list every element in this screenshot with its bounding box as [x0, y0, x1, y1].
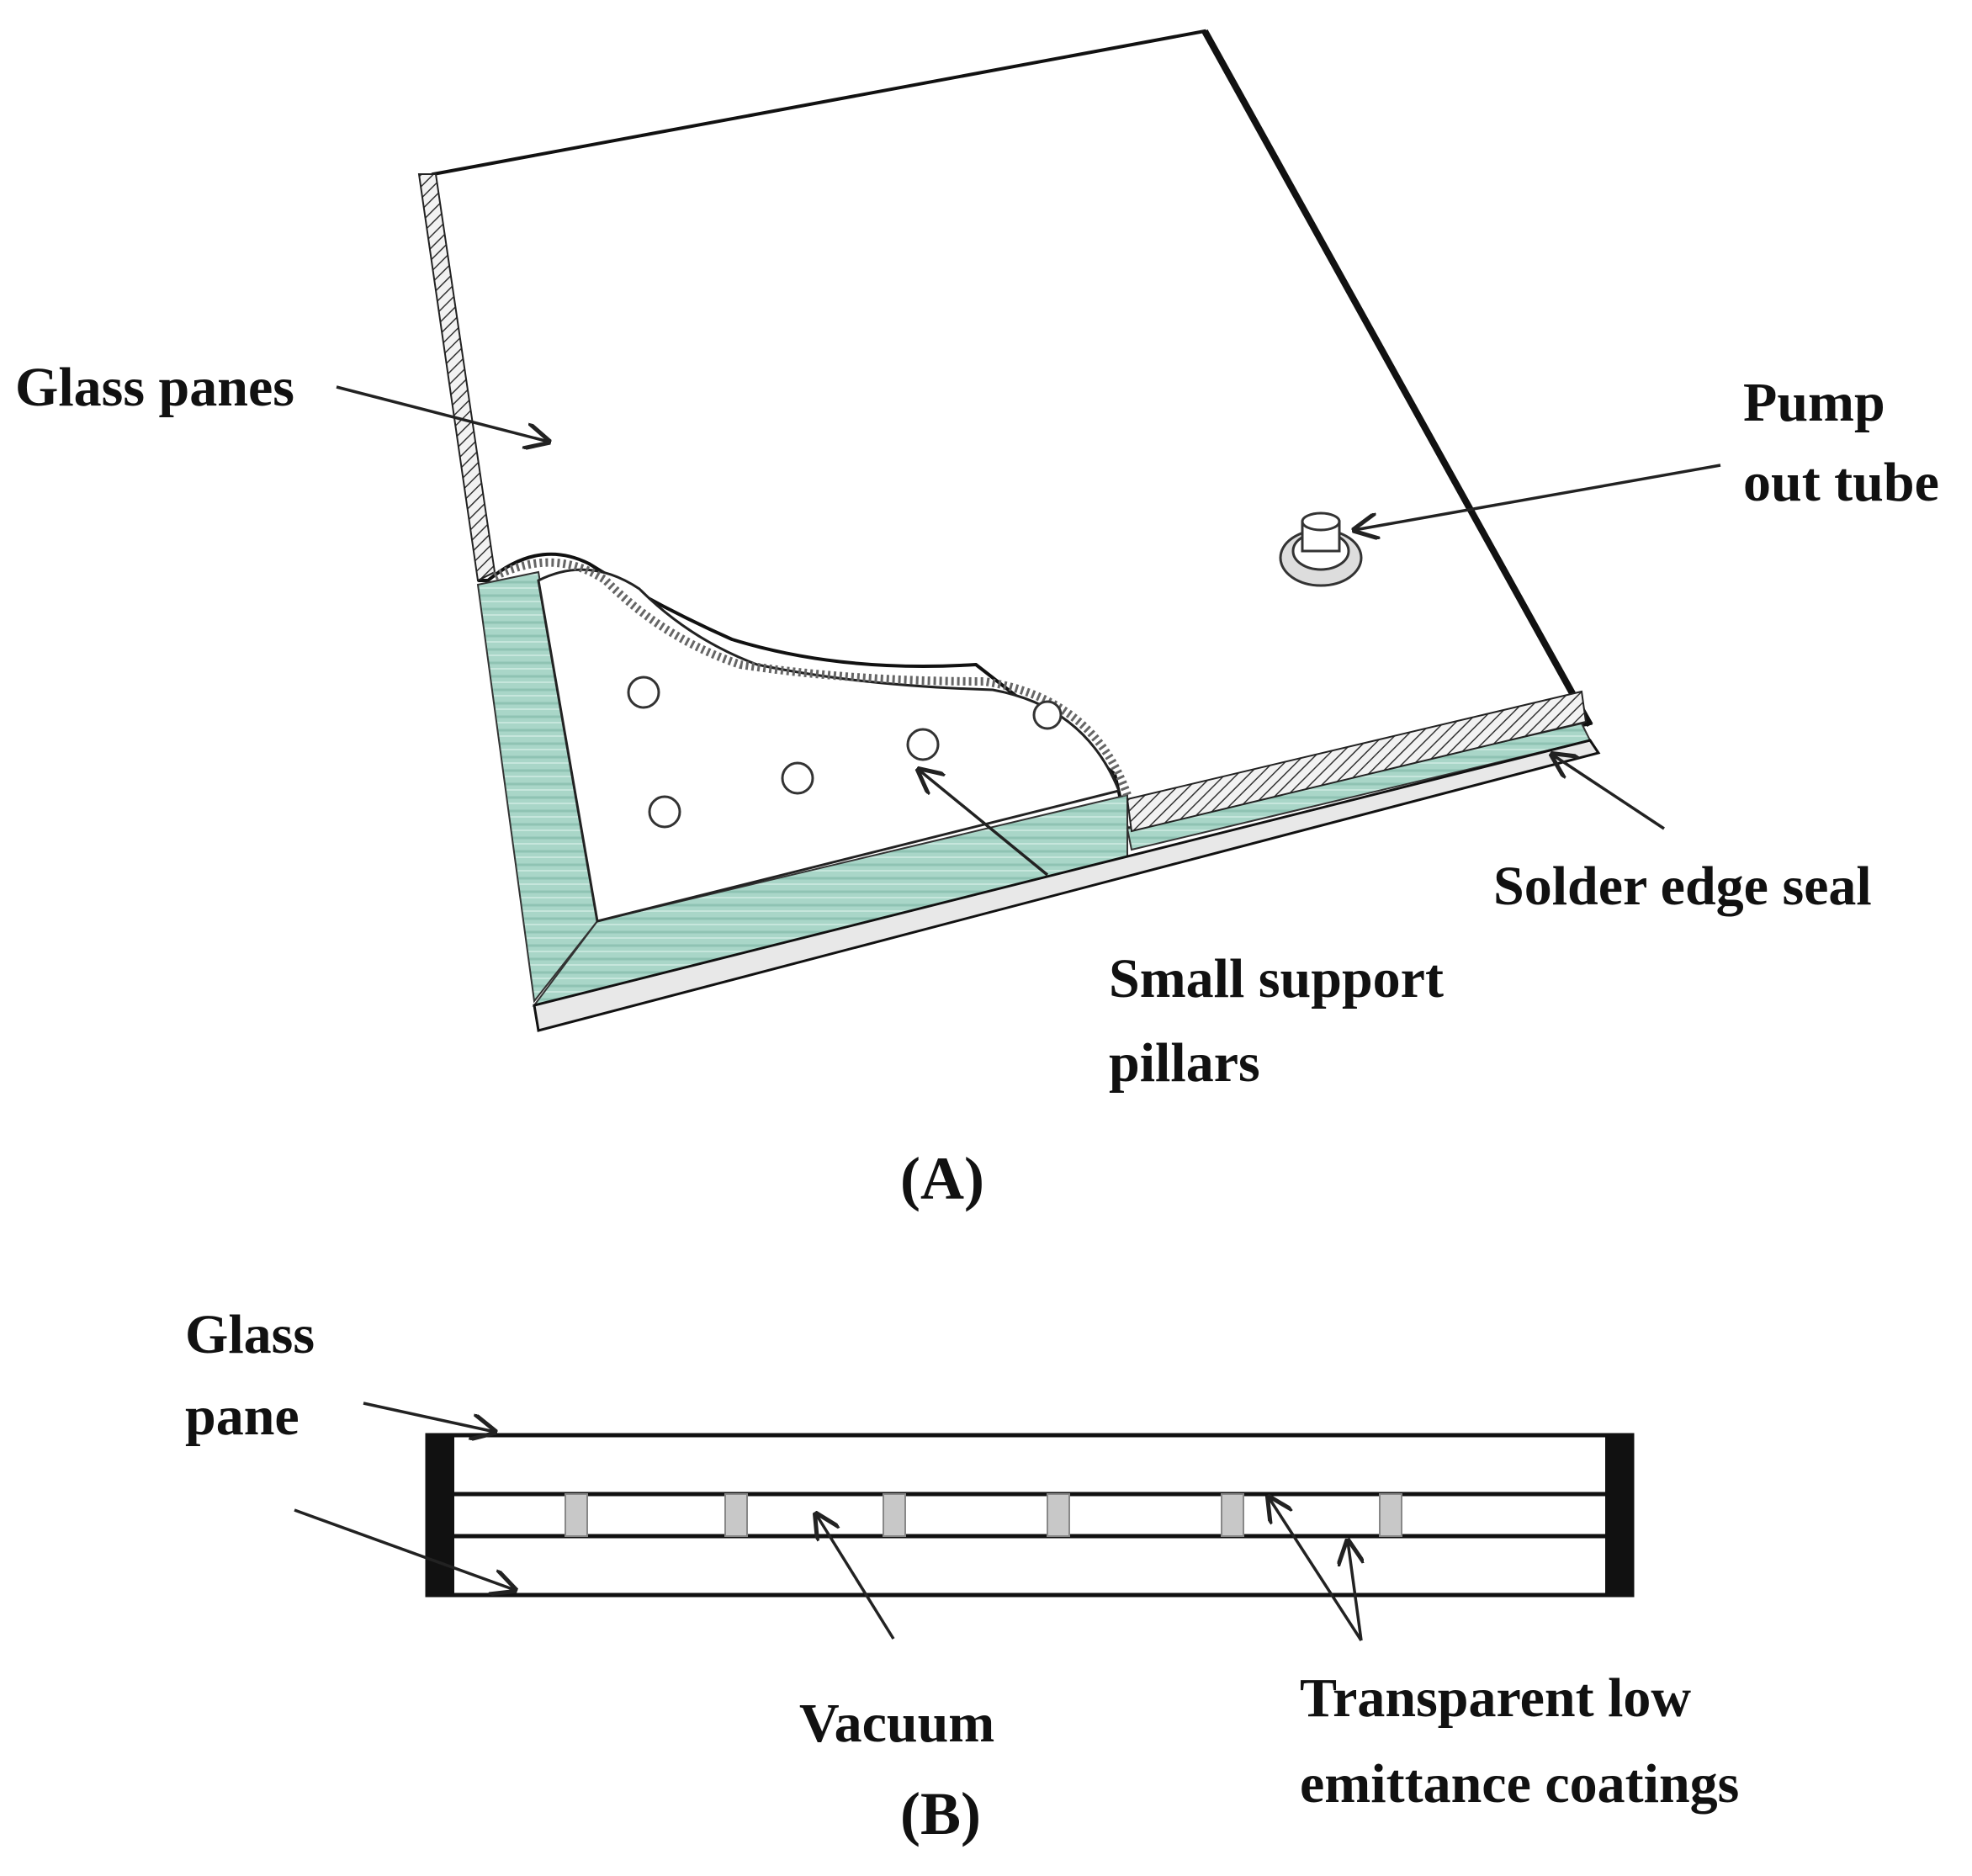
- arrow-pump: [1354, 464, 1721, 530]
- solder-hatched-strip: [1126, 690, 1588, 833]
- pillar: [648, 795, 681, 829]
- pillar: [883, 1493, 906, 1537]
- arrow-coating-upper: [1269, 1497, 1363, 1641]
- pillar: [627, 676, 660, 709]
- label-glass-line2: pane: [185, 1386, 300, 1447]
- right-edge: [1201, 29, 1593, 727]
- label-glass-panes: Glass panes: [15, 357, 294, 418]
- arrow-glass-pane-top: [363, 1402, 495, 1432]
- pillar: [724, 1493, 748, 1537]
- panel-b-label: (B): [900, 1780, 981, 1847]
- edge-seal-right: [1605, 1435, 1632, 1595]
- label-pump-line1: Pump: [1743, 372, 1885, 433]
- panel-a-label: (A): [900, 1145, 984, 1212]
- pillar: [781, 761, 814, 795]
- label-coatings-line1: Transparent low: [1300, 1667, 1691, 1729]
- cross-section-frame: [425, 1433, 1635, 1598]
- support-pillars: [627, 676, 1063, 829]
- pillar: [565, 1493, 588, 1537]
- arrow-solder: [1552, 755, 1665, 830]
- pillar: [1379, 1493, 1402, 1537]
- panel-b-diagram: [294, 1402, 1635, 1641]
- pillar: [1032, 700, 1063, 730]
- label-coatings-line2: emittance coatings: [1300, 1753, 1739, 1815]
- arrow-glass-pane-bottom: [294, 1508, 515, 1590]
- pillar: [1221, 1493, 1244, 1537]
- pump-out-tube: [1279, 511, 1363, 587]
- label-pillars-line1: Small support: [1109, 948, 1444, 1010]
- label-pillars-line2: pillars: [1109, 1032, 1260, 1094]
- edge-seal-left: [427, 1435, 454, 1595]
- pillar: [906, 728, 940, 761]
- bottom-glass-pane: [533, 739, 1601, 1032]
- label-glass-line1: Glass: [185, 1304, 315, 1365]
- arrow-pillars: [919, 770, 1049, 877]
- label-pump-line2: out tube: [1743, 452, 1939, 513]
- pillar: [1047, 1493, 1070, 1537]
- cutaway-rim: [492, 558, 1132, 797]
- arrow-coating-lower: [1348, 1541, 1361, 1641]
- cross-section-pillars: [565, 1493, 1402, 1537]
- label-vacuum: Vacuum: [799, 1693, 994, 1754]
- arrow-glass-panes: [336, 385, 549, 442]
- panel-a-diagram: [336, 29, 1721, 1032]
- label-solder-edge-seal: Solder edge seal: [1493, 856, 1872, 917]
- arrow-vacuum: [816, 1514, 895, 1640]
